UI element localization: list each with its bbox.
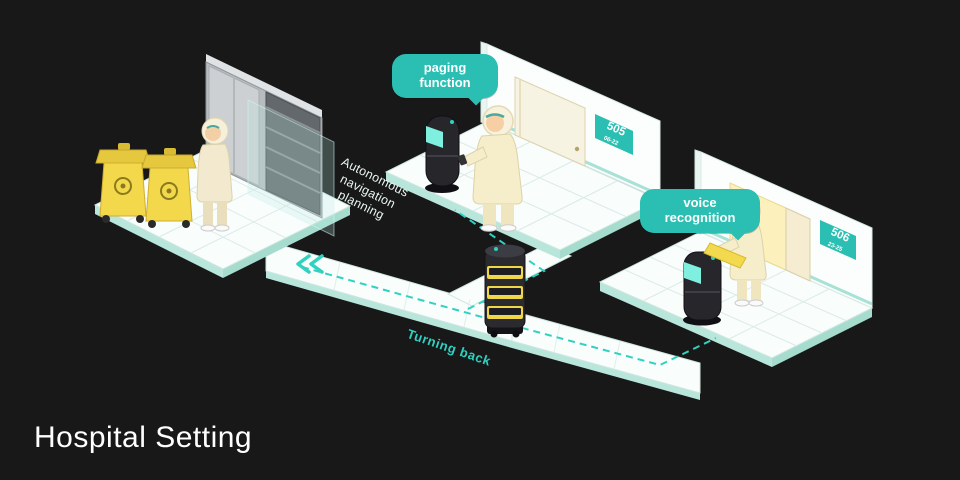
biohazard-icon: [114, 177, 132, 195]
bin-handle: [118, 143, 130, 150]
shoe: [748, 299, 764, 307]
platform-side: [600, 282, 772, 367]
ppe-gown: [196, 143, 233, 203]
platform-side: [95, 205, 223, 278]
bin-body: [99, 162, 147, 217]
goggles-icon: [206, 125, 220, 129]
room-506-door-panel: [785, 207, 811, 282]
bin-wheel: [148, 220, 156, 228]
tower-delivery-robot: [484, 244, 526, 338]
leg: [217, 202, 227, 226]
waste-bin: [95, 143, 151, 223]
robot-wheel: [490, 330, 498, 338]
shoe: [734, 299, 750, 307]
bin-lid: [141, 154, 197, 169]
nav-path-main: [301, 266, 717, 367]
room-505-label-plate: [595, 114, 633, 155]
elevator-header: [206, 54, 322, 118]
room-506-range: 23-25: [827, 241, 844, 253]
handheld-device: [457, 154, 468, 166]
platform-side: [772, 308, 872, 367]
robot-screen: [426, 126, 443, 148]
elevator-door-right: [265, 91, 321, 216]
shoe: [480, 224, 498, 232]
bin-lid: [95, 149, 151, 164]
medical-staff-left: [196, 117, 233, 232]
bin-wheel: [102, 215, 110, 223]
glass-panel: [247, 99, 335, 237]
walkway-side: [266, 271, 512, 348]
room-505-range: 06-22: [603, 135, 620, 147]
goggles-icon: [485, 113, 505, 119]
bubble-text-line: recognition: [664, 209, 736, 225]
elevator: [205, 54, 335, 237]
elevator-door-slats: [265, 106, 321, 194]
medical-staff-505: [457, 105, 523, 232]
bubble-text-line: voice: [683, 195, 717, 210]
robot-tray-shelves: [487, 266, 523, 319]
door-handle: [574, 146, 580, 152]
robot-base: [425, 183, 459, 193]
voice-recognition-bubble: voice recognition: [640, 189, 760, 234]
platform-side: [560, 200, 660, 259]
direction-chevrons-icon: [296, 254, 324, 274]
bubble-text-line: function: [419, 74, 471, 90]
waste-bin: [141, 148, 197, 228]
leg: [203, 202, 213, 226]
leg: [737, 280, 747, 302]
robot-top: [485, 244, 525, 258]
bin-handle: [164, 148, 176, 155]
arm: [463, 146, 488, 167]
face: [486, 114, 504, 132]
leg: [501, 204, 514, 226]
shoe: [200, 224, 216, 232]
robot-body: [425, 115, 460, 187]
robot-screen: [684, 262, 701, 284]
biohazard-icon: [160, 182, 178, 200]
bubble-text-line: paging: [423, 60, 467, 75]
platform-side: [386, 172, 560, 259]
room-506-label-plate: [820, 220, 856, 260]
walkway-side: [512, 341, 700, 400]
platform-side: [223, 206, 350, 278]
shoe: [214, 224, 230, 232]
shoe: [499, 224, 517, 232]
ppe-gown: [472, 133, 523, 205]
meal-tray: [703, 242, 747, 269]
bin-wheel: [136, 215, 144, 223]
waste-bins: [95, 143, 197, 228]
bin-body: [145, 167, 193, 222]
robot-wheel: [512, 330, 520, 338]
leg: [751, 280, 761, 302]
leg: [483, 204, 496, 226]
face: [205, 125, 221, 141]
service-robot-506: [683, 251, 722, 326]
biohazard-icon-dot: [120, 183, 126, 189]
biohazard-icon-dot: [166, 188, 172, 194]
robot-status-light: [450, 120, 454, 124]
room-505-door: [514, 76, 586, 167]
robot-status-light: [494, 247, 498, 251]
paging-function-bubble: paging function: [392, 54, 498, 99]
page-title: Hospital Setting: [34, 421, 253, 454]
delivery-robot-505: [425, 115, 460, 193]
robot-body: [683, 251, 722, 321]
bin-wheel: [182, 220, 190, 228]
